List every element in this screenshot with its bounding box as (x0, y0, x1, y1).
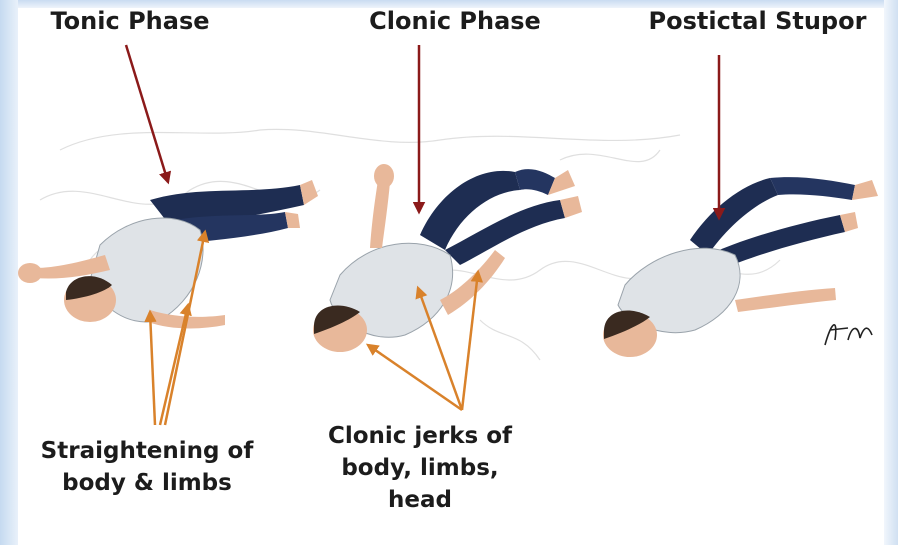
postictal-title: Postictal Stupor (630, 6, 885, 36)
clonic-jerks-arrow (368, 345, 462, 410)
straightening-line-1: Straightening of (12, 435, 282, 467)
tonic-phase-arrow (126, 45, 168, 182)
clonic-jerks-line-2: body, limbs, (305, 452, 535, 484)
clonic-phase-title: Clonic Phase (350, 6, 560, 36)
clonic-jerks-caption: Clonic jerks of body, limbs, head (305, 420, 535, 516)
clonic-phase-figure (313, 164, 582, 352)
tonic-phase-figure (18, 180, 318, 328)
straightening-line-2: body & limbs (12, 467, 282, 499)
clonic-jerks-line-3: head (305, 484, 535, 516)
straightening-caption: Straightening of body & limbs (12, 435, 282, 499)
artist-signature (825, 325, 872, 345)
tonic-phase-title: Tonic Phase (25, 6, 235, 36)
straightening-arrow (150, 312, 155, 425)
clonic-jerks-line-1: Clonic jerks of (305, 420, 535, 452)
